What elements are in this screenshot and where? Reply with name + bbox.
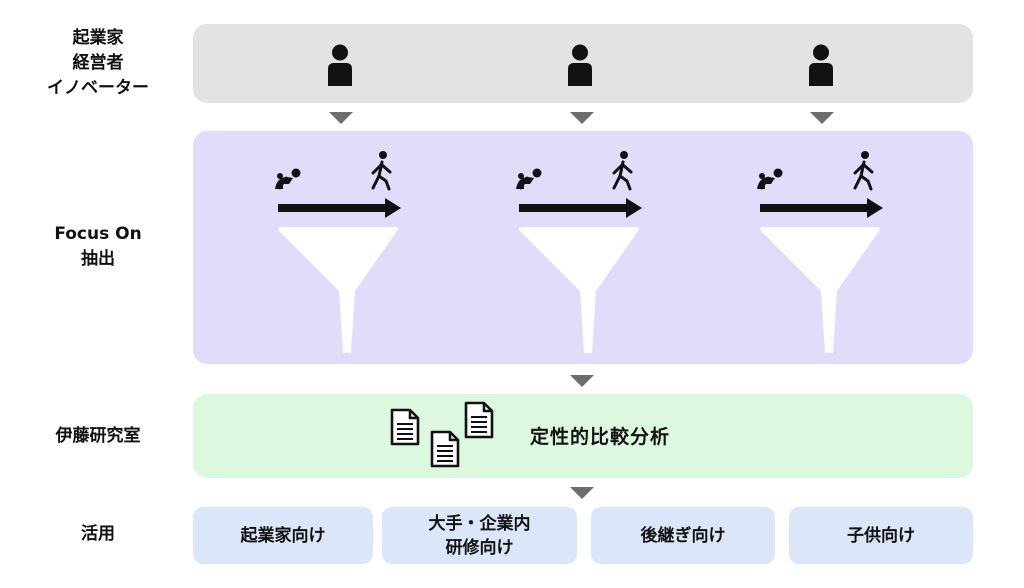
triangle-down-icon	[570, 112, 594, 124]
funnel-icon	[760, 227, 880, 353]
funnel-icon	[519, 227, 639, 353]
lab-method-text: 定性的比較分析	[530, 426, 671, 448]
row-label-use: 活用	[0, 522, 196, 547]
crawling-baby-icon	[757, 168, 783, 190]
funnel-icon	[278, 227, 398, 353]
arrow-right-icon	[278, 198, 401, 218]
triangle-down-icon	[570, 375, 594, 387]
use-card-label: 起業家向け	[240, 525, 326, 546]
use-card-label: 研修向け	[445, 537, 514, 558]
document-icon	[430, 430, 460, 468]
use-card-corporate-training: 大手・企業内 研修向け	[382, 507, 577, 564]
walking-person-icon	[853, 151, 874, 191]
row-label-lab: 伊藤研究室	[0, 424, 196, 449]
person-icon	[328, 44, 352, 86]
row-label-line: 起業家	[72, 28, 124, 48]
document-icon	[390, 408, 420, 446]
lab-band	[193, 394, 973, 478]
crawling-baby-icon	[516, 168, 542, 190]
walking-person-icon	[371, 151, 392, 191]
use-card-label: 子供向け	[847, 525, 915, 546]
document-icon	[464, 401, 494, 439]
use-card-entrepreneurs: 起業家向け	[193, 507, 373, 564]
triangle-down-icon	[810, 112, 834, 124]
crawling-baby-icon	[275, 168, 301, 190]
row-label-line: 抽出	[81, 249, 115, 269]
use-card-successors: 後継ぎ向け	[591, 507, 775, 564]
focus-column	[273, 131, 423, 364]
row-label-line: 伊藤研究室	[55, 426, 141, 446]
use-card-label: 後継ぎ向け	[640, 525, 726, 546]
arrow-right-icon	[760, 198, 883, 218]
row-label-line: 活用	[81, 524, 115, 544]
row-label-line: Focus On	[54, 224, 142, 244]
person-icon	[809, 44, 833, 86]
walking-person-icon	[612, 151, 633, 191]
triangle-down-icon	[329, 112, 353, 124]
arrow-right-icon	[519, 198, 642, 218]
row-label-line: 経営者	[72, 53, 124, 73]
use-card-label: 大手・企業内	[428, 513, 531, 534]
use-card-children: 子供向け	[789, 507, 973, 564]
row-label-line: イノベーター	[47, 78, 149, 98]
focus-column	[755, 131, 905, 364]
focus-column	[514, 131, 664, 364]
person-icon	[568, 44, 592, 86]
row-label-focus: Focus On 抽出	[0, 222, 196, 272]
triangle-down-icon	[570, 487, 594, 499]
row-label-top: 起業家 経営者 イノベーター	[0, 26, 196, 101]
